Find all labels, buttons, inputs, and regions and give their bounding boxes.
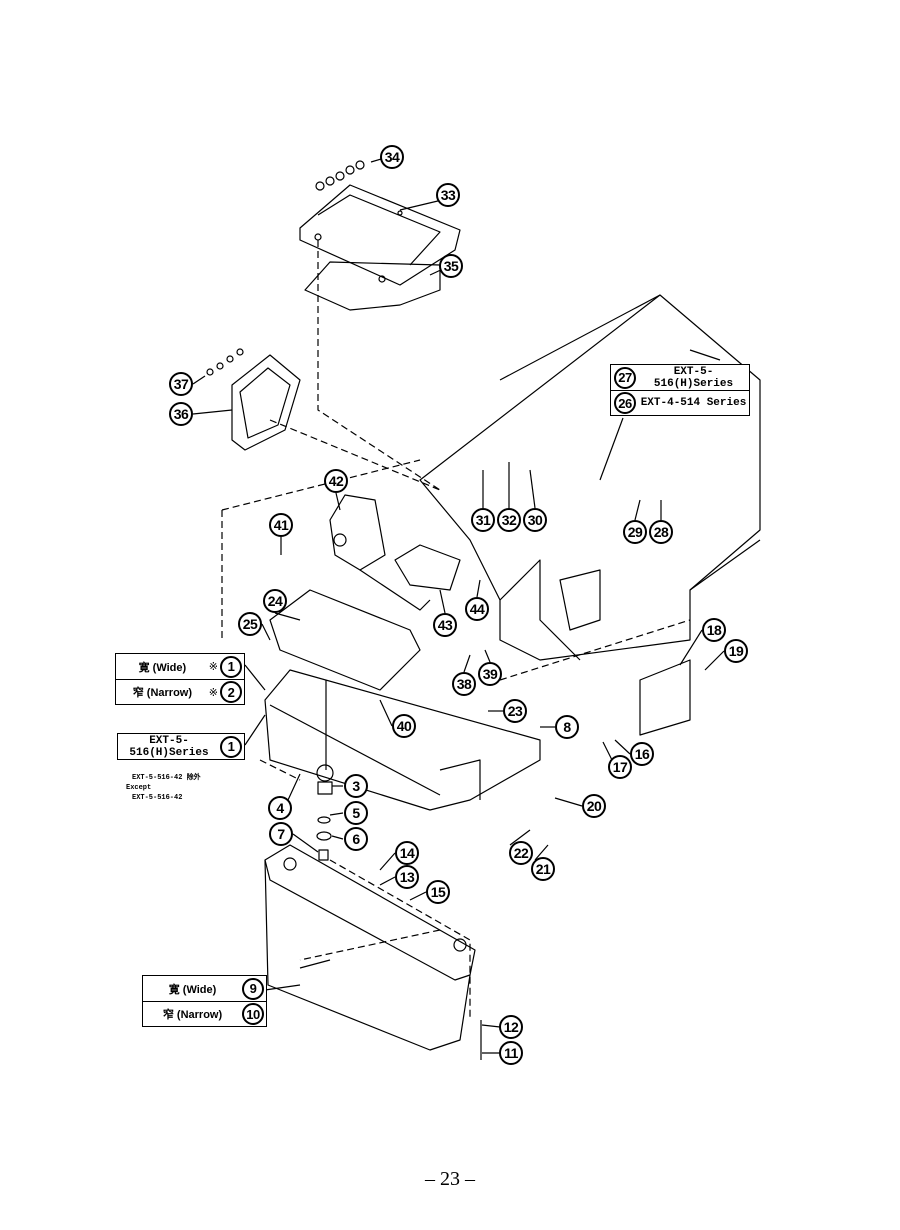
callout-part-40: 40 [392, 714, 416, 738]
callout-part-5: 5 [344, 801, 368, 825]
label-row-wide: 寛 (Wide) ※ 1 [116, 654, 244, 679]
except-note-line: EXT-5-516-42 除外 [132, 774, 201, 782]
callout-part-43: 43 [433, 613, 457, 637]
callout-part-4: 4 [268, 796, 292, 820]
callout-part-18: 18 [702, 618, 726, 642]
screws-34 [315, 156, 389, 191]
callout-badge: 27 [614, 366, 636, 389]
label-row-wide: 寛 (Wide) 9 [143, 976, 266, 1001]
callout-part-15: 15 [426, 880, 450, 904]
callout-part-44: 44 [465, 597, 489, 621]
note-mark: ※ [208, 661, 218, 673]
label-text: EXT-5-516(H)Series [129, 734, 209, 759]
label-row-narrow: 窄 (Narrow) ※ 2 [116, 679, 244, 704]
callout-part-6: 6 [344, 827, 368, 851]
callout-part-32: 32 [497, 508, 521, 532]
callout-part-17: 17 [608, 755, 632, 779]
callout-part-16: 16 [630, 742, 654, 766]
callout-part-34: 34 [380, 145, 404, 169]
bracket-43 [394, 544, 461, 591]
guard-plate-24 [269, 589, 421, 691]
side-plate [192, 348, 301, 451]
callout-part-35: 35 [439, 254, 463, 278]
bed-plate [264, 669, 541, 811]
callout-badge: 10 [242, 1003, 264, 1025]
oil-pan [264, 844, 476, 1051]
callout-part-3: 3 [344, 774, 368, 798]
label-box-part27-26-series: EXT-5-516(H)Series 27 EXT-4-514 Series 2… [610, 364, 750, 416]
hinge-parts [316, 680, 334, 861]
label-row-26: EXT-4-514 Series 26 [611, 390, 749, 415]
label-box-part9-wide-narrow: 寛 (Wide) 9 窄 (Narrow) 10 [142, 975, 267, 1027]
note-mark: ※ [208, 686, 218, 699]
callout-part-30: 30 [523, 508, 547, 532]
label-row-27: EXT-5-516(H)Series 27 [611, 365, 749, 390]
callout-badge: 2 [220, 681, 242, 703]
label-box-part1-wide-narrow: 寛 (Wide) ※ 1 窄 (Narrow) ※ 2 [115, 653, 245, 705]
callout-part-42: 42 [324, 469, 348, 493]
callout-part-21: 21 [531, 857, 555, 881]
callout-part-25: 25 [238, 612, 262, 636]
callout-part-11: 11 [499, 1041, 523, 1065]
label-text: EXT-5-516(H)Series [653, 365, 734, 390]
callout-part-31: 31 [471, 508, 495, 532]
callout-part-20: 20 [582, 794, 606, 818]
except-note-line: EXT-5-516-42 [132, 794, 183, 802]
label-box-part1-series: EXT-5-516(H)Series 1 [117, 733, 245, 760]
callout-badge: 1 [220, 735, 242, 758]
except-note: EXT-5-516-42 除外 Except EXT-5-516-42 [126, 773, 201, 803]
label-row-series: EXT-5-516(H)Series 1 [118, 734, 244, 759]
label-text: 寛 (Wide) [138, 661, 187, 674]
callout-badge: 9 [242, 977, 264, 1000]
label-row-narrow: 窄 (Narrow) 10 [143, 1001, 266, 1026]
label-text: 窄 (Narrow) [132, 687, 193, 699]
callout-part-19: 19 [724, 639, 748, 663]
callout-part-39: 39 [478, 662, 502, 686]
label-text: 寛 (Wide) [168, 983, 217, 996]
callout-badge: 26 [614, 392, 636, 414]
callout-part-12: 12 [499, 1015, 523, 1039]
callout-part-33: 33 [436, 183, 460, 207]
leader-lines [244, 417, 725, 1060]
machine-body [419, 294, 761, 661]
label-text: 窄 (Narrow) [162, 1009, 223, 1021]
callout-part-14: 14 [395, 841, 419, 865]
dashed-guides [221, 240, 691, 1020]
page-number: – 23 – [425, 1168, 475, 1190]
callout-part-37: 37 [169, 372, 193, 396]
callout-part-28: 28 [649, 520, 673, 544]
callout-part-23: 23 [503, 699, 527, 723]
callout-part-38: 38 [452, 672, 476, 696]
callout-part-22: 22 [509, 841, 533, 865]
label-text: EXT-4-514 Series [640, 397, 747, 409]
callout-part-13: 13 [395, 865, 419, 889]
callout-part-41: 41 [269, 513, 293, 537]
callout-badge: 1 [220, 655, 242, 678]
callout-part-29: 29 [623, 520, 647, 544]
callout-part-7: 7 [269, 822, 293, 846]
callout-part-36: 36 [169, 402, 193, 426]
top-cover-plate [299, 184, 461, 311]
except-note-line: Except [126, 784, 152, 792]
callout-part-24: 24 [263, 589, 287, 613]
lever-42 [329, 494, 431, 611]
callout-part-8: 8 [555, 715, 579, 739]
